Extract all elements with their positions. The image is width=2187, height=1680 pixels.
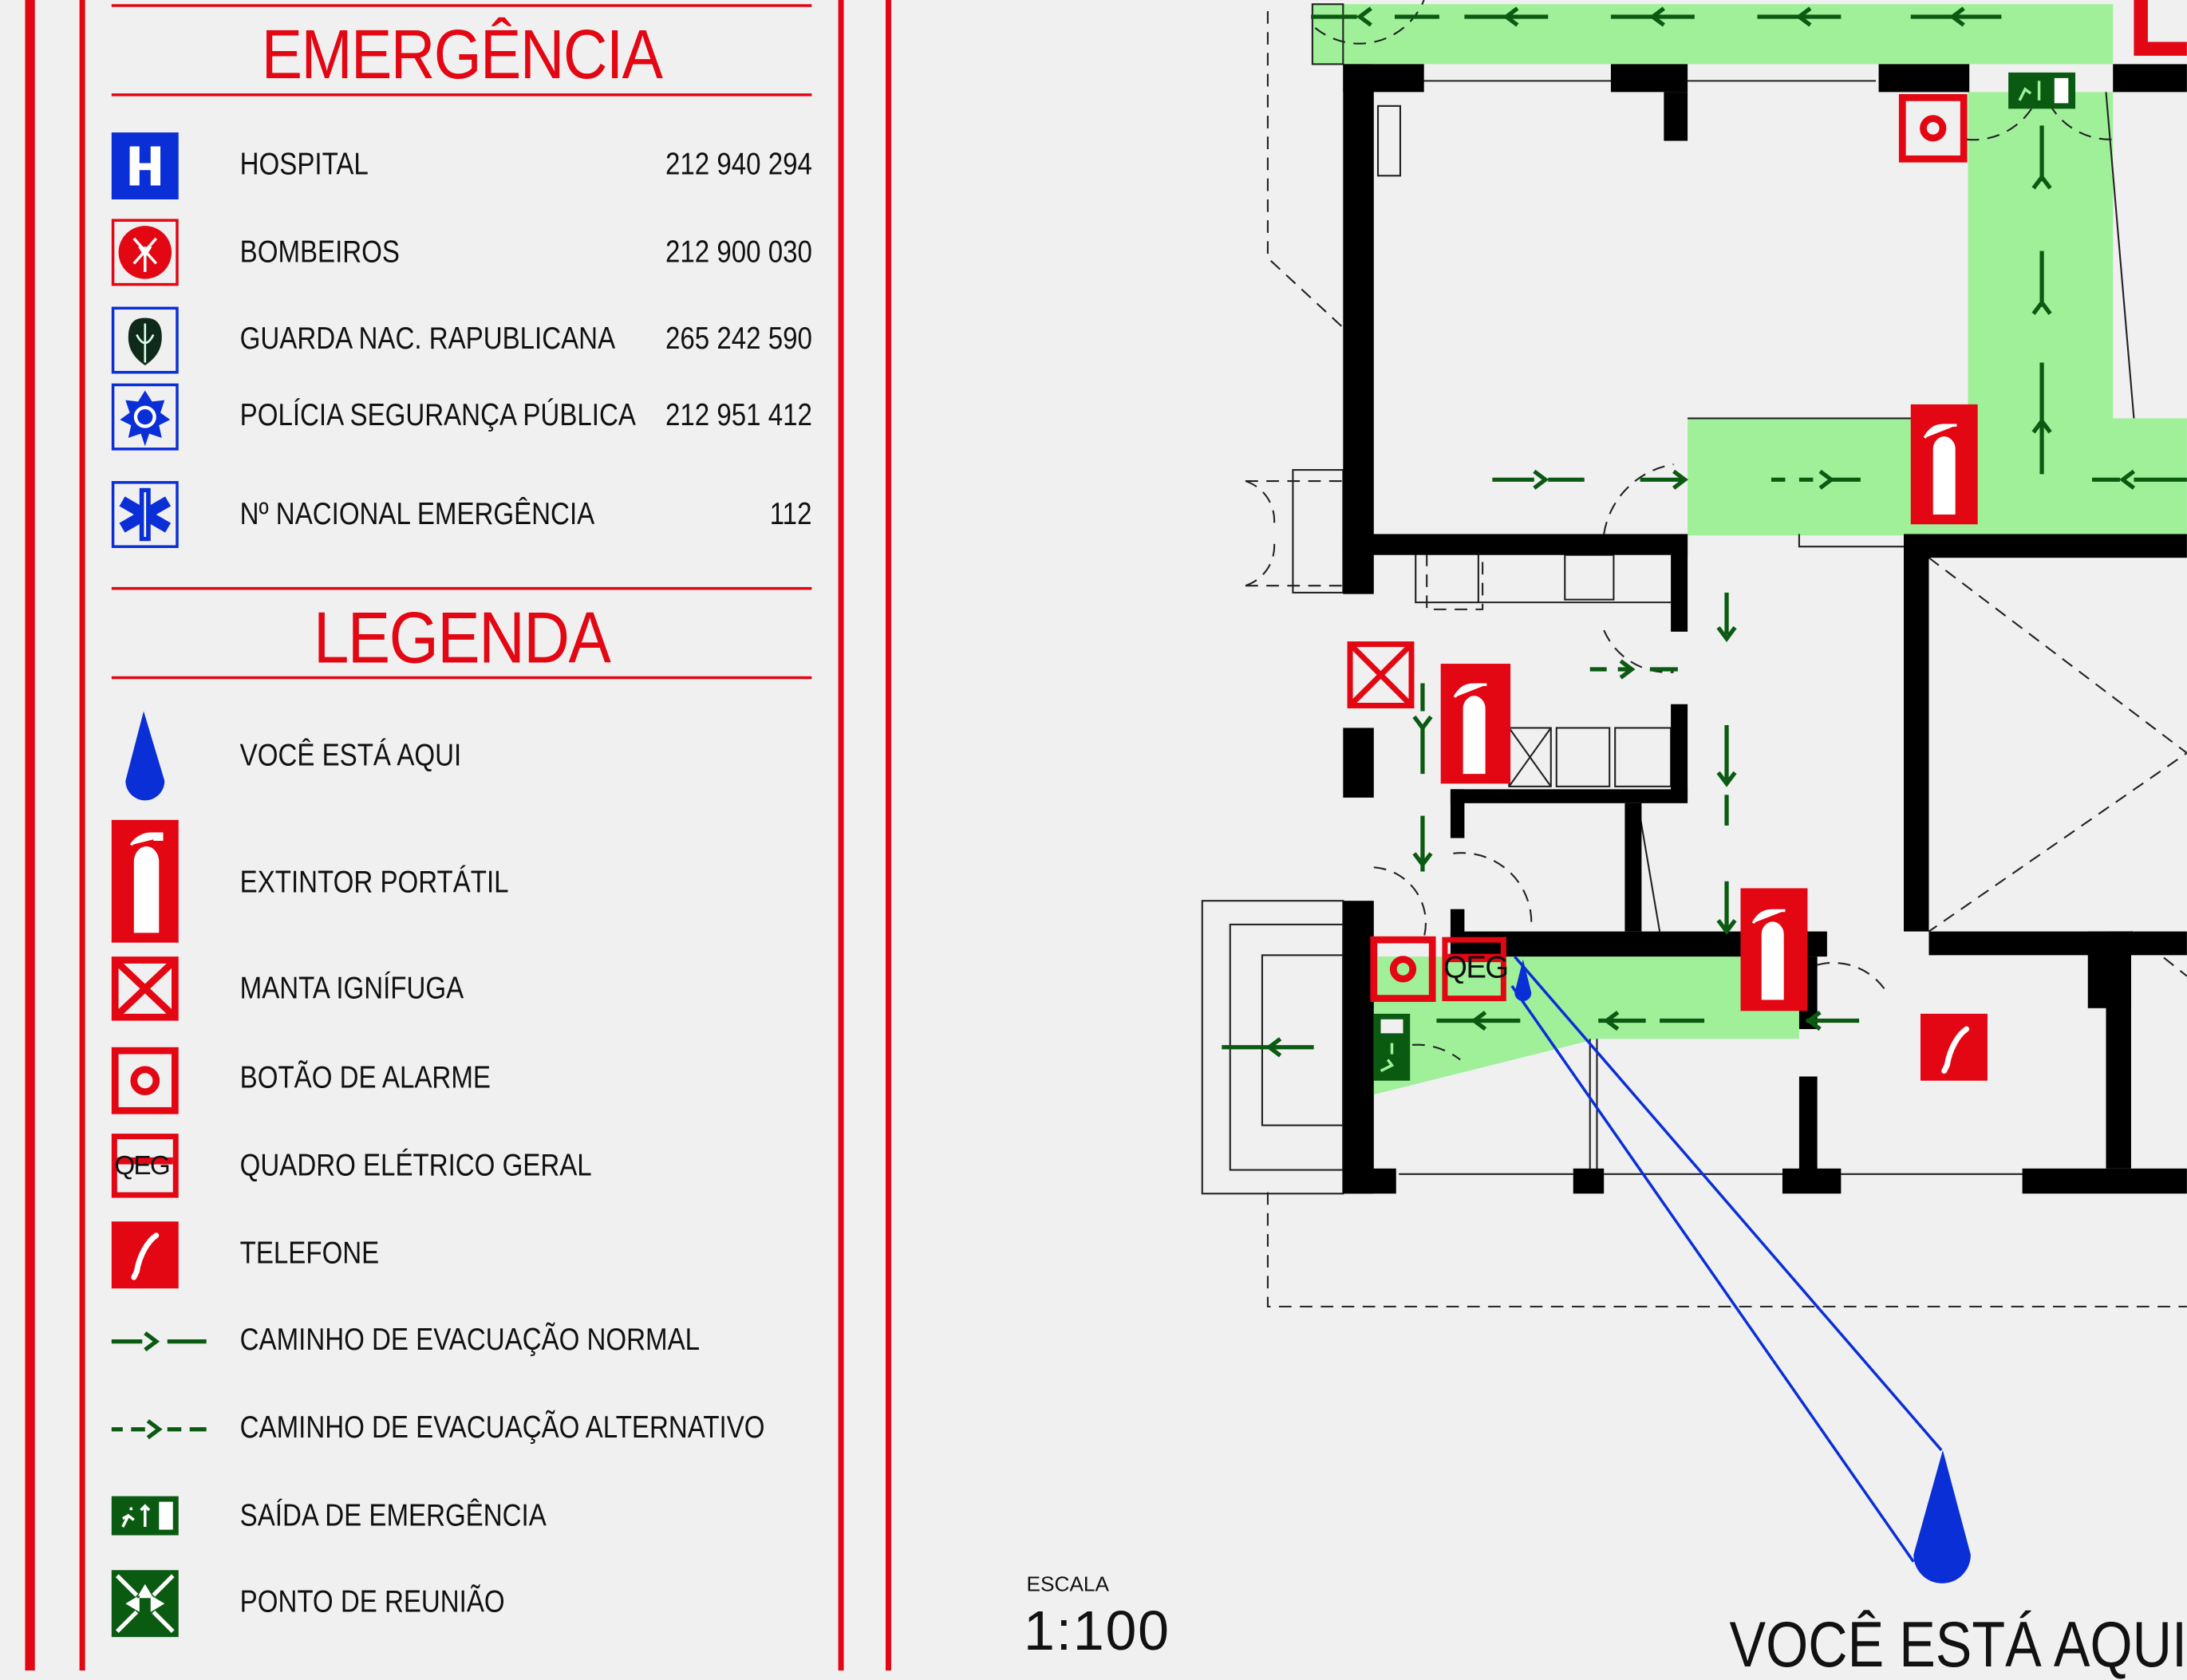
- contact-phone[interactable]: 212 940 294: [665, 146, 812, 182]
- fire-extinguisher-icon: [111, 819, 179, 943]
- fire-extinguisher-icon: [1440, 404, 1978, 1012]
- psp-icon: [111, 383, 179, 451]
- fire-blanket-icon: [111, 956, 179, 1021]
- scale-label: ESCALA: [1026, 1572, 1110, 1597]
- electrical-panel-icon: QEG: [111, 1134, 179, 1198]
- divider: [111, 586, 812, 590]
- divider: [111, 676, 812, 680]
- border-line: [885, 0, 891, 1671]
- contact-phone[interactable]: 212 900 030: [665, 234, 812, 270]
- you-are-here-icon: [1913, 1449, 1971, 1583]
- assembly-point-icon: [111, 1570, 179, 1638]
- emergency-exit-icon: [1373, 72, 2076, 1081]
- alarm-button-icon: [1370, 93, 1968, 1002]
- contact-name: Nº NACIONAL EMERGÊNCIA: [239, 496, 595, 531]
- border-line: [79, 0, 85, 1671]
- telephone-icon: [1920, 1013, 1988, 1081]
- contact-name: POLÍCIA SEGURANÇA PÚBLICA: [239, 397, 636, 432]
- fire-blanket-icon: [1347, 641, 1415, 708]
- you-are-here-icon: [125, 711, 165, 801]
- qeg-code: QEG: [114, 1151, 170, 1181]
- normal-route-icon: [111, 1331, 207, 1352]
- you-are-here-label: VOCÊ ESTÁ AQUI: [1729, 1607, 2187, 1680]
- border-line: [25, 0, 35, 1671]
- qeg-map-label: QEG: [1443, 949, 1509, 985]
- legend-label: TELEFONE: [239, 1235, 380, 1271]
- scale-value: 1:100: [1024, 1600, 1170, 1662]
- divider: [111, 4, 812, 7]
- legend-label: SAÍDA DE EMERGÊNCIA: [239, 1497, 547, 1533]
- contact-name: BOMBEIROS: [239, 234, 400, 270]
- emergency-exit-icon: [111, 1496, 179, 1536]
- legend-label: CAMINHO DE EVACUAÇÃO NORMAL: [239, 1322, 701, 1357]
- red-corner-mark: [2134, 0, 2187, 56]
- legend-label: PONTO DE REUNIÃO: [239, 1583, 505, 1619]
- legend-label: QUADRO ELÉTRICO GERAL: [239, 1147, 592, 1183]
- alarm-button-icon: [111, 1047, 179, 1114]
- contact-phone[interactable]: 112: [769, 496, 812, 531]
- contact-name: GUARDA NAC. RAPUBLICANA: [239, 321, 616, 356]
- firefighters-icon: [111, 219, 179, 286]
- contact-phone[interactable]: 212 951 412: [665, 397, 812, 432]
- legend-label: EXTINTOR PORTÁTIL: [239, 864, 509, 900]
- legend-label: BOTÃO DE ALARME: [239, 1059, 491, 1095]
- contact-phone[interactable]: 265 242 590: [665, 321, 812, 356]
- telephone-icon: [111, 1221, 179, 1289]
- legend-title: LEGENDA: [313, 597, 611, 680]
- legend-label: CAMINHO DE EVACUAÇÃO ALTERNATIVO: [239, 1410, 765, 1445]
- alternative-route-icon: [111, 1419, 207, 1440]
- hospital-icon: [111, 132, 179, 199]
- thin-lines: [1201, 3, 2135, 1195]
- contact-name: HOSPITAL: [239, 146, 369, 182]
- divider: [111, 93, 812, 97]
- legend-label: MANTA IGNÍFUGA: [239, 970, 464, 1006]
- emergency-title: EMERGÊNCIA: [261, 15, 663, 94]
- evacuation-routes: [1222, 6, 2187, 1058]
- star-of-life-icon: [111, 481, 179, 548]
- gnr-icon: [111, 306, 179, 374]
- you-are-here-pointer: [1510, 955, 1971, 1583]
- walls: [1343, 64, 2187, 1194]
- electrical-panel-icon: [1442, 937, 1506, 1002]
- border-line: [838, 0, 844, 1671]
- legend-label: VOCÊ ESTÁ AQUI: [239, 737, 462, 773]
- dashed-outlines: [1245, 0, 2187, 1307]
